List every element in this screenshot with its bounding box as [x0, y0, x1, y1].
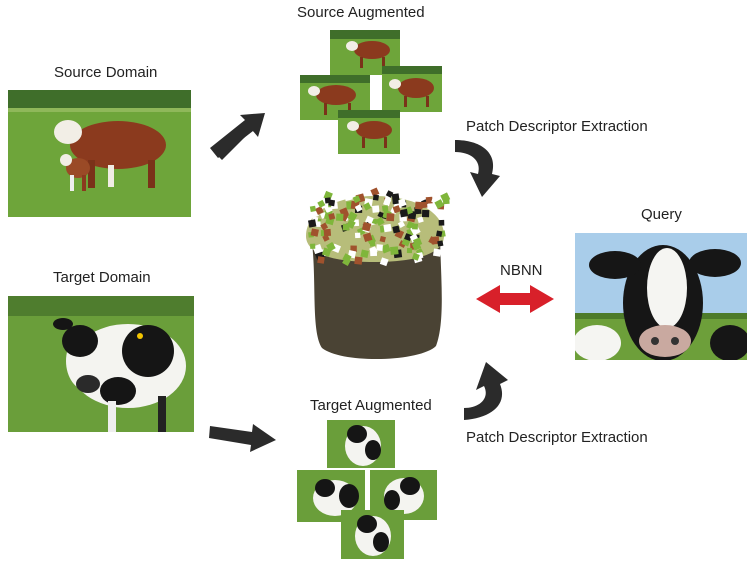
patch-square	[347, 211, 358, 222]
patch-square	[309, 205, 317, 212]
patch-square	[440, 192, 451, 203]
source-augmented-image	[382, 66, 442, 112]
target-augmented-image	[341, 510, 404, 559]
patch-square	[360, 249, 369, 259]
patch-square	[310, 228, 319, 237]
patch-square	[326, 242, 336, 252]
source-domain-image	[8, 90, 191, 217]
query-image	[575, 233, 747, 360]
double-arrow-icon	[476, 285, 554, 313]
patch-square	[425, 196, 433, 204]
query-label: Query	[641, 206, 682, 223]
patch-square	[399, 208, 409, 218]
patch-square	[434, 199, 445, 209]
patch-square	[354, 204, 363, 212]
target-augmented-label: Target Augmented	[310, 397, 432, 414]
patch-square	[406, 247, 413, 254]
patch-square	[320, 222, 329, 231]
nbnn-label: NBNN	[500, 262, 543, 279]
source-domain-label: Source Domain	[54, 64, 158, 81]
patch-square	[372, 205, 380, 213]
patch-square	[431, 236, 440, 245]
patch-square	[376, 244, 383, 251]
patch-square	[412, 223, 419, 230]
patch-square	[421, 209, 430, 218]
patch-bag-icon	[305, 187, 451, 360]
source-augmented-label: Source Augmented	[297, 4, 425, 21]
patch-square	[352, 195, 361, 204]
patch-square	[412, 237, 423, 247]
patch-square	[383, 223, 392, 233]
patch-square	[411, 252, 420, 261]
right-arrow-icon	[209, 424, 276, 452]
patch-square	[379, 257, 389, 267]
patch-square	[381, 243, 391, 254]
patch-extraction-label-bottom: Patch Descriptor Extraction	[466, 429, 648, 446]
patch-square	[392, 225, 401, 234]
patch-square	[328, 199, 336, 207]
patch-square	[335, 213, 344, 222]
patch-square	[317, 256, 325, 264]
patch-square	[328, 212, 336, 221]
patch-square	[370, 187, 380, 197]
patch-square	[342, 257, 351, 266]
patch-square	[406, 193, 413, 200]
patch-square	[315, 206, 324, 215]
patch-square	[379, 236, 386, 243]
patch-square	[323, 228, 332, 237]
curved-arrow-up-icon	[464, 362, 508, 420]
patch-square	[392, 198, 399, 205]
target-domain-image	[8, 296, 194, 432]
patch-square	[377, 211, 385, 219]
patch-square	[381, 205, 389, 212]
patch-square	[317, 199, 326, 208]
patch-square	[392, 205, 401, 214]
target-domain-label: Target Domain	[53, 269, 151, 286]
patch-square	[432, 248, 442, 257]
patch-square	[390, 246, 399, 255]
patch-square	[385, 190, 394, 198]
patch-square	[414, 201, 423, 210]
patch-square	[342, 223, 350, 231]
patch-square	[369, 246, 378, 255]
patch-square	[354, 232, 361, 239]
patch-square	[308, 219, 317, 228]
patch-square	[309, 191, 316, 198]
patch-square	[404, 233, 413, 242]
patch-square	[310, 243, 316, 249]
patch-square	[305, 196, 315, 206]
patch-square	[437, 240, 444, 247]
patch-square	[372, 194, 380, 201]
patch-square	[438, 219, 445, 226]
patch-square	[315, 221, 321, 227]
curved-arrow-down-icon	[455, 140, 500, 197]
source-augmented-image	[338, 110, 400, 154]
patch-square	[343, 192, 353, 202]
target-augmented-image	[327, 420, 395, 468]
patch-square	[375, 216, 385, 226]
patch-square	[322, 234, 330, 242]
patch-square	[436, 230, 443, 237]
patch-square	[363, 202, 372, 211]
diagonal-arrow-icon	[210, 113, 265, 158]
patch-square	[361, 221, 372, 232]
patch-square	[350, 245, 357, 253]
patch-extraction-label-top: Patch Descriptor Extraction	[466, 118, 648, 135]
patch-square	[397, 220, 406, 228]
patch-square	[362, 232, 373, 243]
patch-square	[386, 213, 395, 222]
patch-square	[383, 198, 391, 207]
target-augmented-image	[297, 470, 365, 522]
patch-square	[354, 256, 363, 265]
patch-square	[417, 216, 424, 224]
